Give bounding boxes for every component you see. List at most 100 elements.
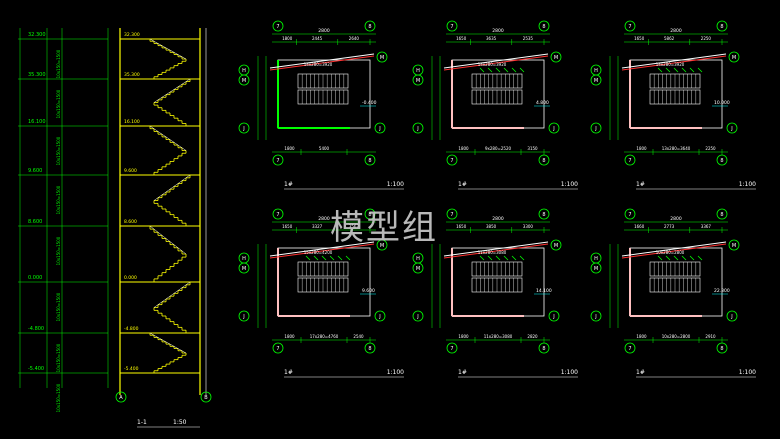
plan-bottom-subdim: 1800 (458, 146, 469, 151)
plan-axis-bubble (538, 154, 550, 166)
plan-axis-bubble (446, 208, 458, 220)
stair-rail-mark (495, 67, 501, 73)
plan-stair-label: 11x280=3080 (478, 250, 507, 255)
section-floor-level: 16.100 (124, 119, 140, 125)
plan-stair-label: 14x280=3920 (656, 62, 685, 67)
section-level-label: 35.300 (28, 72, 46, 78)
plan-axis-bubble (374, 310, 386, 322)
section-axis-bubble (200, 391, 212, 403)
plan-axis-label: J (594, 126, 596, 132)
plan-axis-label: 7 (628, 158, 631, 164)
plan-axis-label: J (594, 314, 596, 320)
plan-slope-line-red (621, 243, 727, 259)
watermark-text: 模型组 (330, 208, 438, 248)
plan-axis-label: 8 (542, 212, 545, 218)
plan-axis-bubble (364, 342, 376, 354)
stair-rail-mark (689, 67, 695, 73)
plan-axis-bubble (624, 20, 636, 32)
plan-axis-label: J (378, 314, 380, 320)
plan-axis-bubble (374, 122, 386, 134)
plan-axis-bubble (272, 208, 284, 220)
plan-top-subdim: 3635 (486, 36, 497, 41)
plan-stair (649, 255, 703, 293)
plan-top-subdim: 2445 (312, 36, 323, 41)
plan-title: 1# (458, 369, 467, 376)
plan-level-label: 22.300 (714, 288, 730, 294)
section-axis-label: A (119, 395, 123, 401)
plan-top-dim: 2800 (670, 28, 682, 34)
stair-rail-mark (313, 255, 319, 261)
plan-axis-bubble (238, 74, 250, 86)
plan-axis-bubble (238, 310, 250, 322)
plan-axis-label: J (416, 314, 418, 320)
plan-axis-bubble (412, 74, 424, 86)
plan-axis-bubble (590, 310, 602, 322)
plan-axis-label: 7 (450, 346, 453, 352)
section-floor-level: 0.000 (124, 275, 137, 281)
plan-stair (471, 255, 525, 293)
plan-axis-bubble (538, 20, 550, 32)
plan-level-label: 4.800 (536, 100, 549, 106)
stair-rail (149, 332, 187, 354)
plan-axis-label: 8 (542, 158, 545, 164)
plan-axis-bubble (538, 208, 550, 220)
section-dim-label: 10x150=1500 (56, 49, 61, 78)
section-dim-label: 10x150=1500 (56, 292, 61, 321)
plan-axis-label: J (552, 126, 554, 132)
plan-axis-label: J (730, 126, 732, 132)
stair-rail-mark (665, 255, 671, 261)
plan-axis-label: 7 (628, 346, 631, 352)
plan-axis-label: 8 (720, 212, 723, 218)
plan-stair-label: 10x280=2800 (656, 250, 685, 255)
plan-axis-bubble (728, 239, 740, 251)
plan-bottom-subdim: 1800 (284, 334, 295, 339)
stair-rail-mark (681, 67, 687, 73)
stair-rail-mark (487, 67, 493, 73)
section-flight (149, 125, 187, 176)
plan-stair (297, 255, 351, 293)
plan-axis-label: 7 (628, 212, 631, 218)
plan-axis-bubble (550, 51, 562, 63)
plan-slope-line (621, 53, 727, 69)
plan-axis-label: H (594, 68, 598, 74)
plan-title: 1# (284, 181, 293, 188)
section-level-label: 0.000 (28, 275, 42, 281)
plan-top-subdim: 3567 (349, 224, 360, 229)
plan-top-subdim: 2773 (664, 224, 675, 229)
plan-top-subdim: 2250 (701, 36, 712, 41)
plan-level-label: 10.000 (714, 100, 730, 106)
plan-axis-label: M (732, 55, 736, 61)
plan-axis-bubble (550, 239, 562, 251)
section-dim-label: 10x150=1500 (56, 185, 61, 214)
plan-axis-label: H (242, 256, 246, 262)
section-flight (153, 78, 191, 127)
stair-rail-mark (503, 67, 509, 73)
section-floor-level: 9.600 (124, 168, 137, 174)
plan-title: 1# (636, 181, 645, 188)
plan-top-subdim: 1800 (282, 36, 293, 41)
stair-rail (149, 225, 187, 255)
plan-axis-bubble (590, 122, 602, 134)
plan-slope-line (621, 241, 727, 257)
section-dim-label: 10x150=1500 (56, 383, 61, 412)
plan-axis-label: M (242, 78, 246, 84)
plan-scale: 1:100 (561, 181, 578, 188)
plan-axis-label: M (732, 243, 736, 249)
plan-top-subdim: 3850 (486, 224, 497, 229)
plan-axis-label: 7 (450, 24, 453, 30)
stair-rail-mark (511, 255, 517, 261)
plan-bottom-subdim: 2540 (353, 334, 364, 339)
section-axis-label: B (204, 395, 208, 401)
section-dim-label: 10x150=1500 (56, 89, 61, 118)
section-flight (149, 225, 187, 283)
section-title: 1-1 (137, 419, 147, 426)
plan-top-subdim: 2535 (523, 36, 534, 41)
plan-top-dim: 2800 (670, 216, 682, 222)
plan-level-label: -0.400 (362, 100, 377, 106)
plan-bottom-subdim: 5400 (319, 146, 330, 151)
plan-title: 1# (458, 181, 467, 188)
plan-axis-label: J (730, 314, 732, 320)
plan-stair (649, 67, 703, 105)
plan-top-subdim: 2640 (349, 36, 360, 41)
